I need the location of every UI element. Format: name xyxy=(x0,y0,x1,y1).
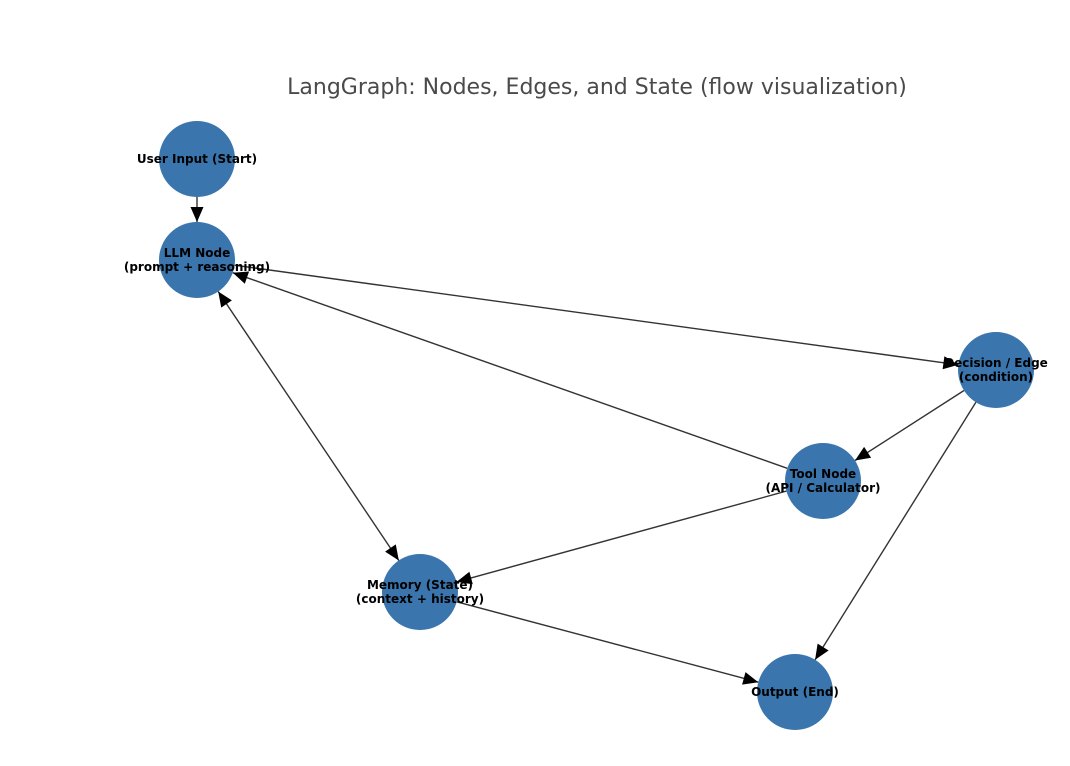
edge-memory-to-output xyxy=(456,601,759,685)
node-label: (context + history) xyxy=(356,592,484,606)
edge-tool-to-memory xyxy=(456,490,787,585)
edge-line xyxy=(814,401,977,661)
node-label: (API / Calculator) xyxy=(765,481,880,495)
node-circle xyxy=(958,332,1034,408)
arrowhead-icon xyxy=(742,672,759,685)
node-memory: Memory (State)(context + history) xyxy=(356,554,484,630)
node-tool: Tool Node(API / Calculator) xyxy=(765,443,881,519)
node-circle xyxy=(159,121,235,197)
node-circle xyxy=(785,443,861,519)
edge-decision-to-tool xyxy=(854,389,965,462)
edge-input-to-llm xyxy=(190,197,204,222)
edge-line xyxy=(234,264,959,366)
node-label: (condition) xyxy=(959,370,1033,384)
node-circle xyxy=(757,654,833,730)
edge-line xyxy=(456,490,787,583)
node-label: Memory (State) xyxy=(367,578,473,592)
node-decision: Decision / Edge(condition) xyxy=(944,332,1048,408)
edge-llm-to-decision xyxy=(234,264,959,370)
arrowhead-icon xyxy=(218,291,232,308)
edge-line xyxy=(456,601,759,683)
edges-layer xyxy=(190,197,977,685)
arrowhead-icon xyxy=(456,571,473,585)
edge-tool-to-llm xyxy=(232,271,788,469)
node-label: LLM Node xyxy=(164,246,230,260)
arrowhead-icon xyxy=(942,356,959,370)
node-label: (prompt + reasoning) xyxy=(124,260,270,274)
node-circle xyxy=(159,222,235,298)
arrowhead-icon xyxy=(385,544,399,561)
diagram-title: LangGraph: Nodes, Edges, and State (flow… xyxy=(287,75,907,100)
nodes-layer: User Input (Start) LLM Node(prompt + reas… xyxy=(124,121,1048,730)
node-output: Output (End) xyxy=(751,654,839,730)
node-llm: LLM Node(prompt + reasoning) xyxy=(124,222,270,298)
node-label: User Input (Start) xyxy=(137,152,257,166)
node-label: Tool Node xyxy=(790,467,856,481)
node-circle xyxy=(382,554,458,630)
edge-line xyxy=(232,272,788,469)
edge-llm-to-memory xyxy=(217,291,400,561)
arrowhead-icon xyxy=(815,643,829,660)
arrowhead-icon xyxy=(855,446,872,461)
node-label: Decision / Edge xyxy=(944,356,1048,370)
arrowhead-icon xyxy=(232,271,250,284)
edge-line xyxy=(854,389,965,462)
edge-decision-to-output xyxy=(814,401,977,661)
edge-line xyxy=(217,291,400,561)
arrowhead-icon xyxy=(190,207,204,222)
node-input: User Input (Start) xyxy=(137,121,257,197)
node-label: Output (End) xyxy=(751,685,839,699)
